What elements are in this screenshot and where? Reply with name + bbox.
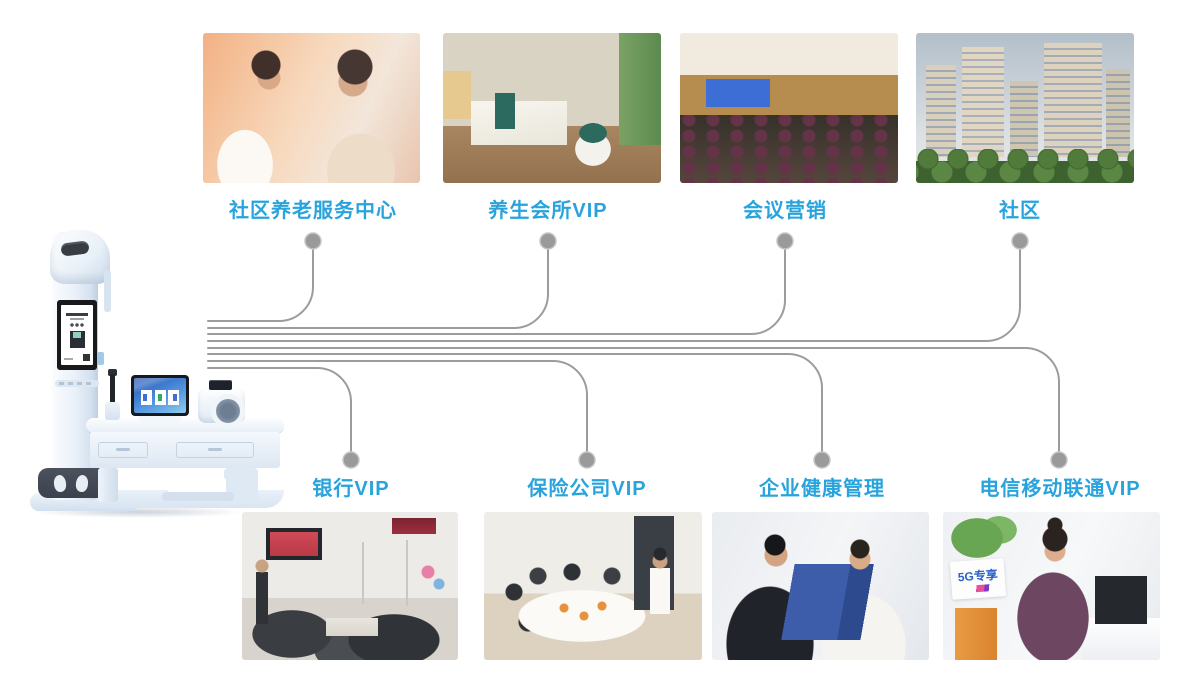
kiosk-shelf-notch	[168, 476, 226, 496]
kiosk-monitor-base	[138, 416, 182, 424]
connector-line-conference-marketing	[207, 248, 786, 335]
label-insurance-company-vip: 保险公司VIP	[527, 478, 647, 500]
probe-wand	[110, 374, 115, 408]
connector-dot-insurance-company-vip	[578, 451, 596, 469]
photo-enterprise-health-management	[712, 512, 929, 660]
photo-wellness-club-vip	[443, 33, 661, 183]
photo-telecom-vip: 5G专享	[943, 512, 1160, 660]
kiosk-footplate	[38, 468, 108, 498]
label-community-elderly-care-center: 社区养老服务中心	[229, 200, 397, 222]
photo-bank-vip	[242, 512, 458, 660]
label-wellness-club-vip: 养生会所VIP	[488, 200, 608, 222]
photo-insurance-company-vip	[484, 512, 702, 660]
probe-wand-holder	[105, 402, 120, 420]
probe-wand-top	[108, 369, 117, 376]
photo-community	[916, 33, 1134, 183]
kiosk-height-sensor-head	[50, 230, 110, 284]
connector-dot-wellness-club-vip	[539, 232, 557, 250]
kiosk-monitor-screen	[134, 378, 186, 413]
connector-dot-community-elderly-care-center	[304, 232, 322, 250]
label-enterprise-health-management: 企业健康管理	[759, 478, 885, 500]
label-telecom-vip: 电信移动联通VIP	[979, 478, 1141, 500]
label-community: 社区	[999, 200, 1041, 222]
blood-pressure-arm-hole-icon	[211, 394, 245, 428]
connector-dot-telecom-vip	[1050, 451, 1068, 469]
connector-dot-enterprise-health-management	[813, 451, 831, 469]
kiosk-vertical-screen	[61, 305, 93, 365]
label-conference-marketing: 会议营销	[743, 200, 827, 222]
kiosk-head-side-panel	[104, 270, 111, 312]
connector-dot-bank-vip	[342, 451, 360, 469]
connector-line-enterprise-health-management	[207, 353, 823, 453]
sign-5g-banner: 5G专享	[949, 558, 1007, 600]
kiosk-side-tab	[97, 352, 104, 365]
connector-dot-conference-marketing	[776, 232, 794, 250]
photo-community-elderly-care-center	[203, 33, 420, 183]
kiosk-desk-leg-left	[98, 468, 118, 502]
blood-pressure-display	[209, 380, 232, 390]
kiosk-desk-top	[86, 418, 284, 433]
kiosk-shelf	[162, 492, 234, 501]
kiosk-drawer-left	[98, 442, 148, 458]
kiosk-drawer-right	[176, 442, 254, 458]
connector-line-telecom-vip	[207, 347, 1060, 453]
health-checkup-kiosk	[28, 230, 284, 522]
photo-conference-marketing	[680, 33, 898, 183]
connector-dot-community	[1011, 232, 1029, 250]
kiosk-grille	[55, 380, 99, 387]
connector-line-community	[207, 248, 1021, 342]
label-bank-vip: 银行VIP	[312, 478, 390, 500]
